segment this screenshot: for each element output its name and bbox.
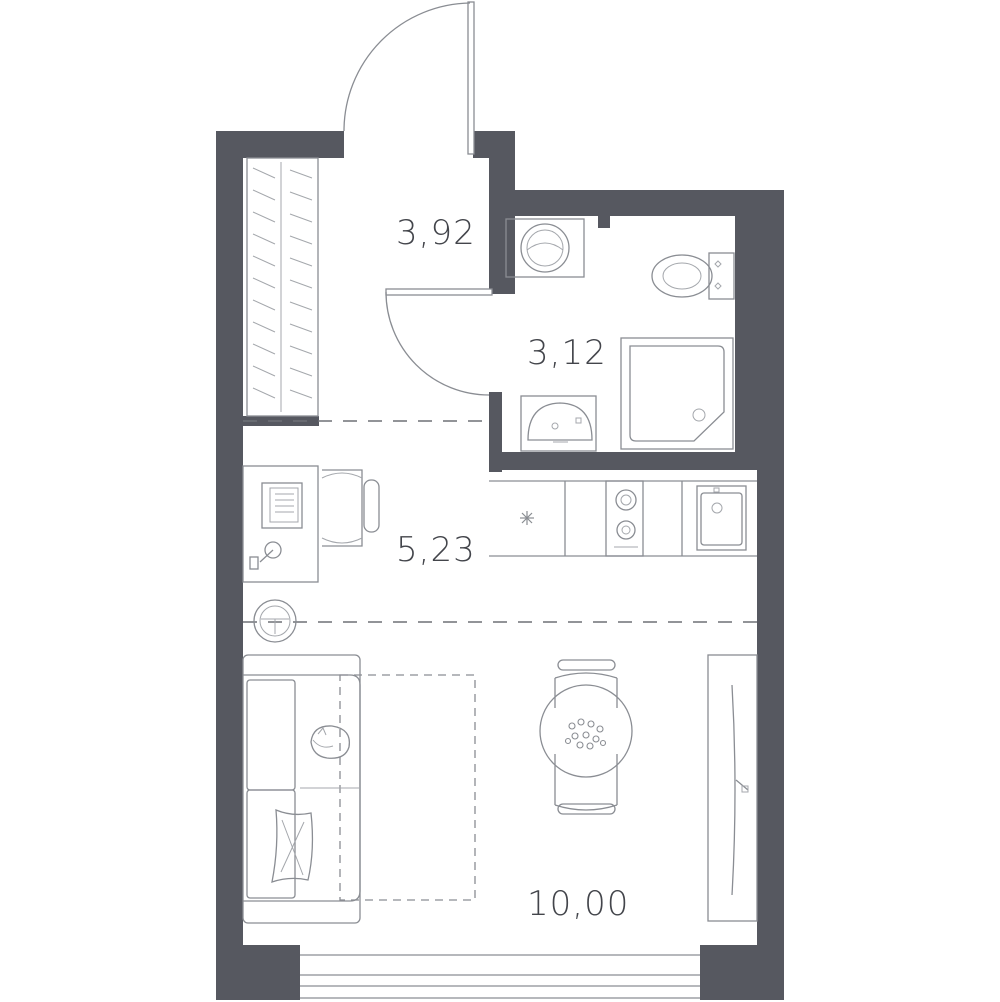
area-label-bathroom: 3,12 xyxy=(527,333,607,373)
right-wall xyxy=(757,190,784,1000)
window xyxy=(300,954,700,999)
wardrobe xyxy=(246,157,319,417)
tv-stand xyxy=(707,654,758,922)
ottoman xyxy=(253,599,297,643)
bath-bottom-wall xyxy=(489,452,757,470)
area-label-kitchen: 5,23 xyxy=(396,530,476,570)
desk xyxy=(242,465,319,583)
bottom-wall-left xyxy=(216,945,300,1000)
round-table xyxy=(539,684,633,778)
bath-top-wall xyxy=(489,190,784,216)
kitchen-sink xyxy=(696,485,747,551)
sofa xyxy=(242,654,361,924)
area-label-living: 10,00 xyxy=(527,884,629,924)
dining-chair-top xyxy=(554,659,618,708)
shower-tray xyxy=(620,337,734,450)
top-wall-left xyxy=(216,131,344,158)
laptop xyxy=(261,482,303,529)
toilet xyxy=(651,252,735,300)
desk-lamp xyxy=(249,541,282,570)
left-wall xyxy=(216,131,243,1000)
dining-chair-bottom xyxy=(554,754,618,815)
hob xyxy=(605,480,644,557)
bath-wall-notch xyxy=(598,216,610,228)
bath-right-wall xyxy=(735,190,757,470)
pillow xyxy=(271,808,314,883)
cat xyxy=(310,725,351,759)
desk-chair xyxy=(321,469,380,547)
bottom-wall-right xyxy=(700,945,784,1000)
washbasin xyxy=(520,395,597,452)
walls xyxy=(216,131,784,1000)
area-label-hallway: 3,92 xyxy=(396,213,476,253)
entrance-door xyxy=(343,1,475,155)
bathroom-door xyxy=(385,288,493,396)
washing-machine xyxy=(505,218,585,278)
